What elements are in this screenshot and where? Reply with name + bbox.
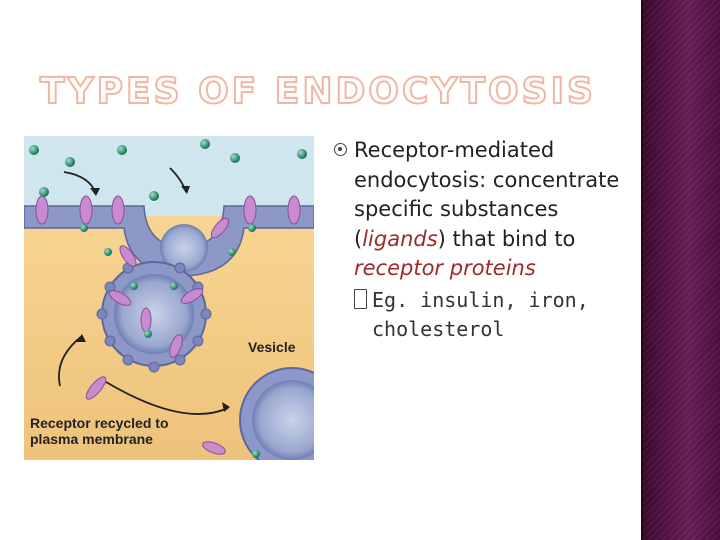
side-band-edge bbox=[641, 0, 643, 540]
bullet-receptor-mediated: Receptor-mediated endocytosis: concentra… bbox=[334, 136, 634, 284]
endocytosis-diagram bbox=[23, 136, 345, 473]
receptor-recycled-label: Receptor recycled to plasma membrane bbox=[30, 415, 169, 447]
missing-glyph-bullet-icon bbox=[354, 288, 367, 309]
coated-pit bbox=[160, 224, 208, 272]
bullet-middle-text: ) that bind to bbox=[437, 226, 576, 251]
sub-bullet-text: Eg. insulin, iron, cholesterol bbox=[372, 287, 589, 341]
extracellular-fluid bbox=[24, 136, 314, 216]
circle-bullet-icon bbox=[334, 143, 347, 156]
arrow-heads bbox=[76, 186, 230, 412]
decorative-side-band bbox=[643, 0, 720, 540]
vesicle-lumen bbox=[114, 274, 194, 354]
receptor-proteins bbox=[35, 195, 301, 455]
vesicle-label: Vesicle bbox=[248, 339, 296, 355]
receptor-proteins-term: receptor proteins bbox=[354, 256, 536, 280]
ligand-molecules bbox=[29, 139, 307, 458]
ligands-term: ligands bbox=[362, 226, 438, 251]
lower-vesicle-lumen bbox=[252, 380, 332, 460]
slide-content: Receptor-mediated endocytosis: concentra… bbox=[334, 136, 634, 344]
bullet-lead-text: Receptor-mediated endocytosis: concentra… bbox=[354, 138, 620, 251]
sub-bullet-examples: Eg. insulin, iron, cholesterol bbox=[334, 286, 634, 344]
slide-title: TYPES OF ENDOCYTOSIS bbox=[39, 71, 596, 113]
diagram-art bbox=[23, 136, 345, 473]
